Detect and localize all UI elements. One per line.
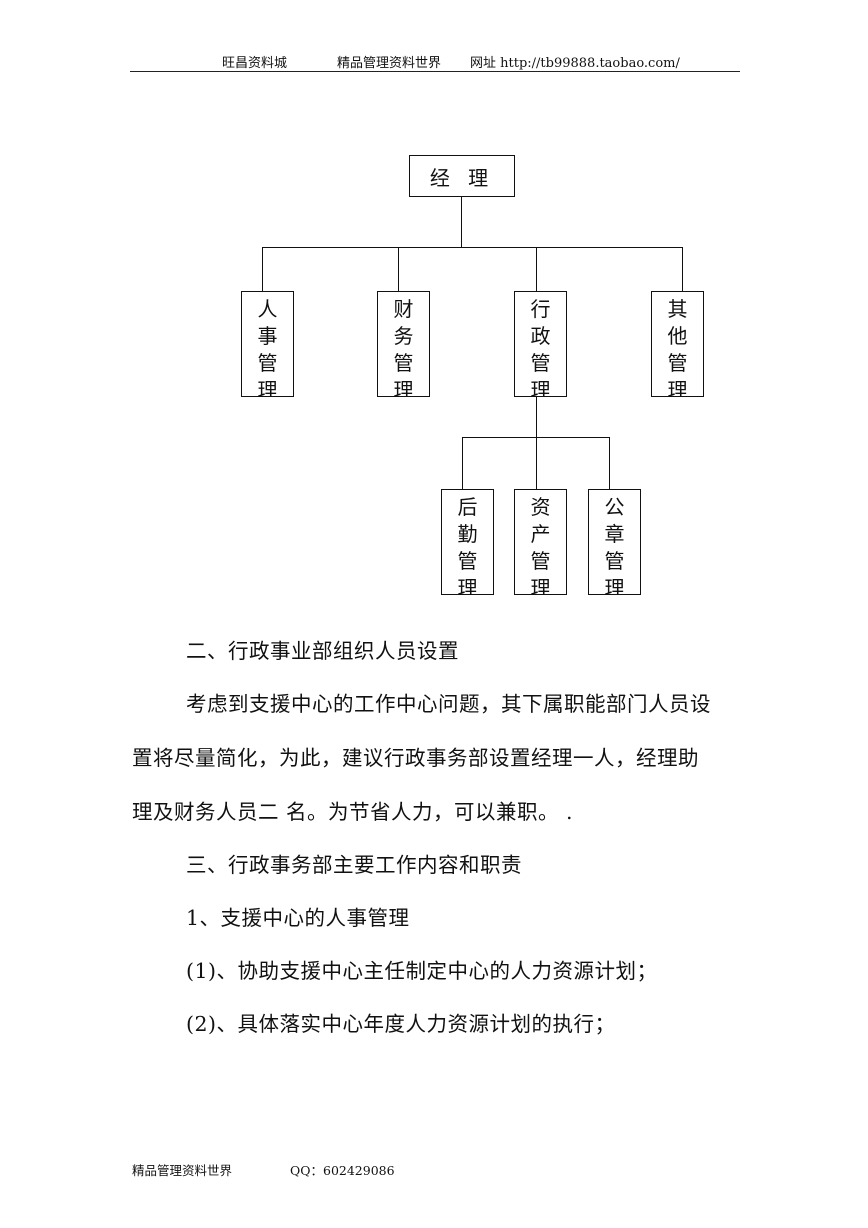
org-node-char: 事 (257, 324, 278, 348)
connector (461, 196, 463, 247)
list-item: (2)、具体落实中心年度人力资源计划的执行； (186, 1012, 616, 1036)
org-node-char: 理 (530, 576, 551, 595)
org-node-char: 理 (604, 576, 625, 595)
paragraph-line: 考虑到支援中心的工作中心问题，其下属职能部门人员设 (186, 692, 711, 716)
org-node-char: 章 (604, 522, 625, 546)
footer-qq: QQ：602429086 (290, 1163, 395, 1178)
org-node-char: 管 (667, 351, 688, 375)
org-node-assets: 资 产 管 理 (514, 489, 567, 595)
org-node-char: 管 (393, 351, 414, 375)
org-node-char: 公 (604, 495, 625, 519)
org-node-char: 理 (393, 378, 414, 397)
org-node-seals: 公 章 管 理 (588, 489, 641, 595)
connector (536, 396, 538, 438)
connector (536, 247, 538, 291)
org-node-char: 理 (667, 378, 688, 397)
section-heading-3: 三、行政事务部主要工作内容和职责 (186, 853, 522, 877)
connector (536, 437, 538, 489)
org-node-char: 政 (530, 324, 551, 348)
org-node-char: 资 (530, 495, 551, 519)
org-node-admin: 行 政 管 理 (514, 291, 567, 397)
header-divider (130, 71, 740, 72)
org-node-manager: 经 理 (409, 155, 515, 197)
org-node-char: 务 (393, 324, 414, 348)
org-node-char: 行 (530, 297, 551, 321)
connector (682, 247, 684, 291)
org-node-char: 管 (257, 351, 278, 375)
footer-site-name: 精品管理资料世界 (132, 1163, 233, 1178)
section-heading-2: 二、行政事业部组织人员设置 (186, 639, 459, 663)
header-url: 网址 http://tb99888.taobao.com/ (470, 56, 680, 71)
org-node-char: 财 (393, 297, 414, 321)
org-node-char: 管 (604, 549, 625, 573)
org-node-char: 理 (530, 378, 551, 397)
list-item: (1)、协助支援中心主任制定中心的人力资源计划； (186, 959, 658, 983)
org-node-char: 其 (667, 297, 688, 321)
header-shop-name: 旺昌资料城 (222, 56, 288, 71)
org-node-logistics: 后 勤 管 理 (441, 489, 494, 595)
org-node-char: 勤 (457, 522, 478, 546)
connector (262, 247, 683, 249)
list-item: 1、支援中心的人事管理 (186, 906, 410, 930)
connector (398, 247, 400, 291)
org-node-finance: 财 务 管 理 (377, 291, 430, 397)
org-node-char: 人 (257, 297, 278, 321)
org-node-char: 他 (667, 324, 688, 348)
org-node-char: 后 (457, 495, 478, 519)
org-node-char: 理 (257, 378, 278, 397)
org-node-char: 管 (530, 549, 551, 573)
paragraph-line: 理及财务人员二 名。为节省人力，可以兼职。 . (132, 800, 574, 824)
connector (609, 437, 611, 489)
connector (262, 247, 264, 291)
header-site-name: 精品管理资料世界 (337, 56, 442, 71)
org-node-char: 产 (530, 522, 551, 546)
connector (462, 437, 464, 489)
org-node-char: 管 (457, 549, 478, 573)
org-node-hr: 人 事 管 理 (241, 291, 294, 397)
org-node-label: 经 理 (429, 165, 495, 190)
paragraph-line: 置将尽量简化，为此，建议行政事务部设置经理一人，经理助 (132, 746, 699, 770)
org-node-other: 其 他 管 理 (651, 291, 704, 397)
org-node-char: 管 (530, 351, 551, 375)
org-node-char: 理 (457, 576, 478, 595)
